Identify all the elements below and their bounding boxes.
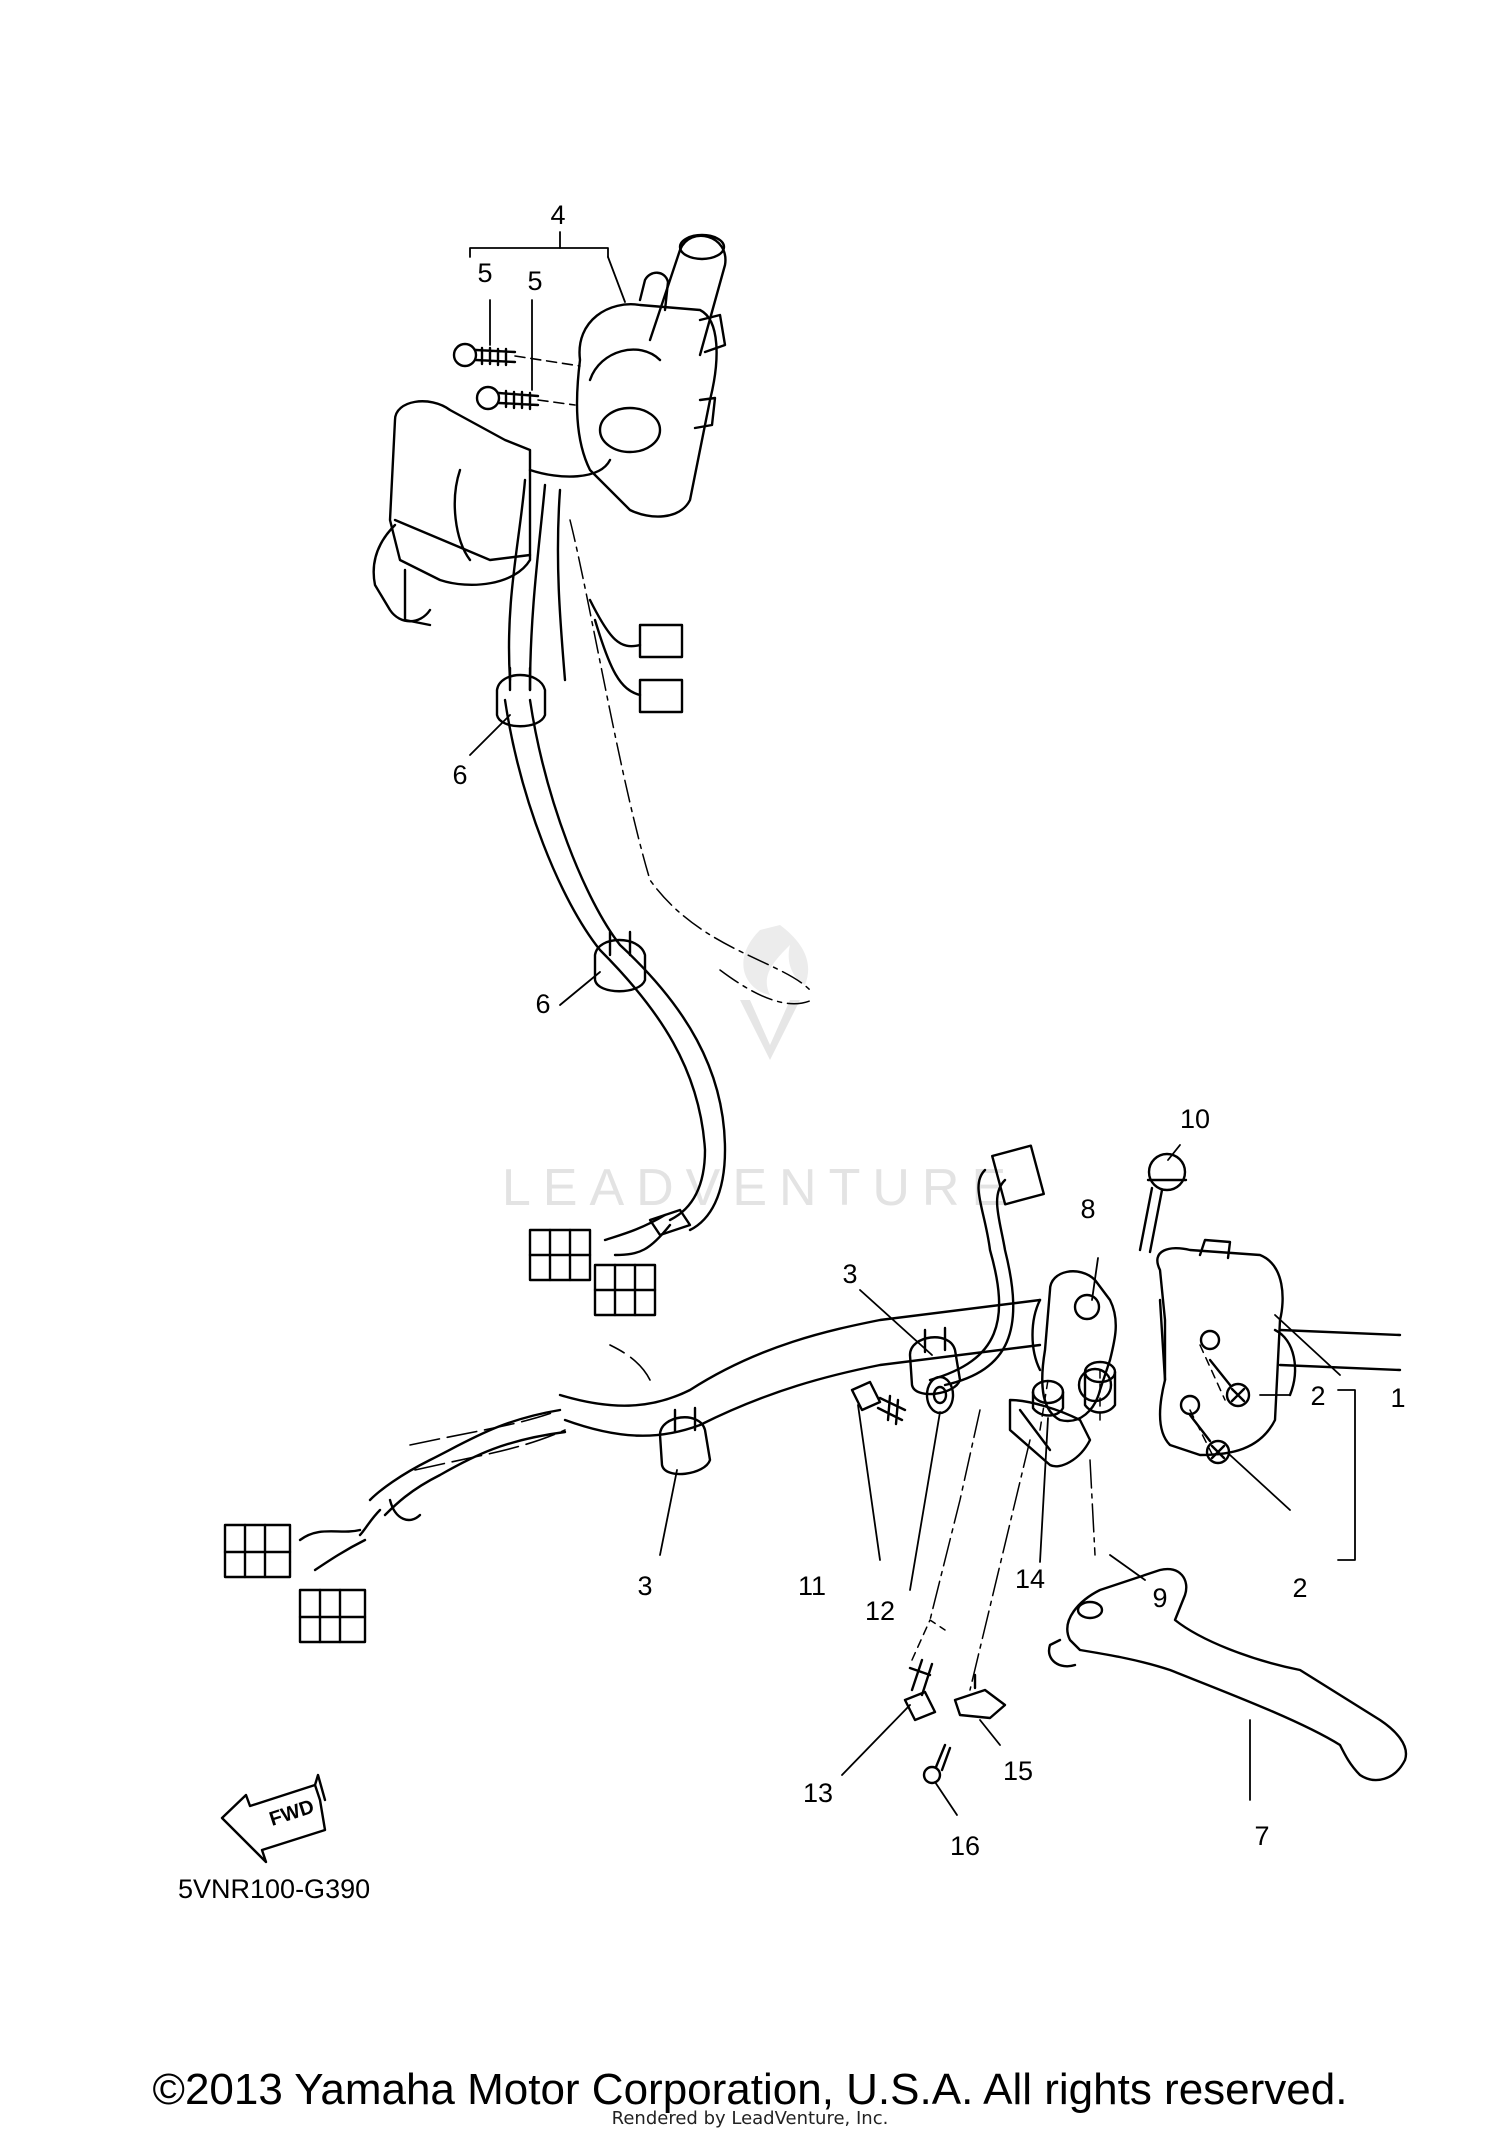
watermark-text: LEADVENTURE bbox=[502, 1159, 1018, 1217]
callout-13: 13 bbox=[803, 1778, 833, 1808]
callout-9: 9 bbox=[1152, 1583, 1167, 1613]
callout-2b: 2 bbox=[1292, 1573, 1307, 1603]
callout-6a: 6 bbox=[452, 760, 467, 790]
watermark: LEADVENTURE bbox=[502, 925, 1018, 1217]
left-wire-harness bbox=[495, 666, 727, 1317]
callout-11: 11 bbox=[798, 1571, 826, 1601]
callout-6b: 6 bbox=[535, 989, 550, 1019]
callout-leaders bbox=[469, 231, 1356, 1816]
part-code: 5VNR100-G390 bbox=[178, 1874, 370, 1904]
screw-upper bbox=[452, 342, 517, 368]
callout-2a: 2 bbox=[1310, 1381, 1325, 1411]
callout-16: 16 bbox=[950, 1831, 980, 1861]
callout-3a: 3 bbox=[842, 1259, 857, 1289]
callout-1: 1 bbox=[1390, 1383, 1405, 1413]
screw-lower bbox=[475, 385, 540, 411]
left-handlebar-switch bbox=[372, 233, 813, 1005]
callout-15: 15 bbox=[1003, 1756, 1033, 1786]
rendered-by-notice: Rendered by LeadVenture, Inc. bbox=[611, 2108, 889, 2129]
right-handlebar-section bbox=[223, 1144, 1408, 1785]
callout-4: 4 bbox=[550, 200, 565, 230]
callout-3b: 3 bbox=[637, 1571, 652, 1601]
callout-12: 12 bbox=[865, 1596, 895, 1626]
callout-8: 8 bbox=[1080, 1194, 1095, 1224]
callout-10: 10 bbox=[1180, 1104, 1210, 1134]
fwd-arrow-icon bbox=[220, 1773, 327, 1864]
callout-14: 14 bbox=[1015, 1564, 1045, 1594]
callout-7: 7 bbox=[1254, 1821, 1269, 1851]
callout-5b: 5 bbox=[527, 266, 542, 296]
callout-5a: 5 bbox=[477, 258, 492, 288]
copyright-notice: ©2013 Yamaha Motor Corporation, U.S.A. A… bbox=[152, 2065, 1348, 2114]
callout-labels: 4 5 5 6 6 3 3 8 10 1 2 2 7 9 11 12 13 14… bbox=[452, 200, 1405, 1861]
fwd-label: FWD bbox=[267, 1796, 317, 1831]
